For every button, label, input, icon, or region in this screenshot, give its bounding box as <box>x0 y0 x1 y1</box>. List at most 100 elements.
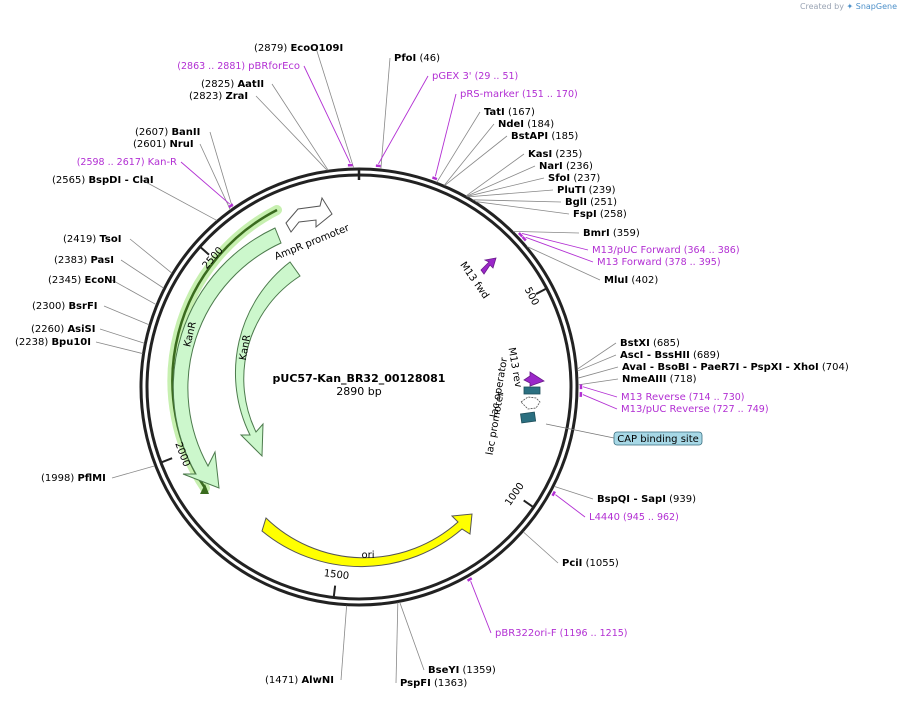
restriction-site-ecoo109i[interactable]: (2879) EcoO109I <box>254 43 343 54</box>
primer-leader-line <box>434 93 457 177</box>
restriction-site-bmri[interactable]: BmrI (359) <box>583 228 640 239</box>
primer-pbr322ori-f[interactable]: pBR322ori-F (1196 .. 1215) <box>495 628 628 639</box>
primer-bind-mark <box>551 490 556 497</box>
tick-mark <box>160 457 173 464</box>
tick-mark <box>199 246 210 256</box>
tick-label: 1500 <box>323 568 350 582</box>
kanr-middle-arrow[interactable]: KanR <box>172 227 282 489</box>
restriction-site-tsoi[interactable]: (2419) TsoI <box>63 234 121 245</box>
restriction-site-bsrfi[interactable]: (2300) BsrFI <box>32 301 98 312</box>
restriction-site-pfoi[interactable]: PfoI (46) <box>394 53 440 64</box>
site-leader-line <box>526 246 601 281</box>
restriction-site-pcii[interactable]: PciI (1055) <box>562 558 619 569</box>
tick-label: 1000 <box>503 481 526 508</box>
ampr-promoter[interactable]: AmpR promoter <box>273 196 352 263</box>
primer-bind-mark <box>521 236 527 242</box>
primer-leader-line <box>180 161 231 205</box>
ori-feature[interactable]: ori <box>261 513 473 568</box>
restriction-site-bgli[interactable]: BglI (251) <box>565 197 617 208</box>
restriction-site-bspqi[interactable]: BspQI - SapI (939) <box>597 494 696 505</box>
restriction-site-bspdi[interactable]: (2565) BspDI - ClaI <box>52 175 154 186</box>
site-leader-line <box>141 179 218 221</box>
restriction-site-pasi[interactable]: (2383) PasI <box>54 255 114 266</box>
map-title-group: pUC57-Kan_BR32_00128081 2890 bp <box>273 372 446 398</box>
primer-leader-line <box>470 581 492 634</box>
restriction-site-aatii[interactable]: (2825) AatII <box>201 79 264 90</box>
primer-bind-mark <box>518 232 524 238</box>
primer-labels: (2863 .. 2881) pBRforEco pGEX 3' (29 .. 5… <box>77 61 769 639</box>
site-leader-line <box>475 201 570 215</box>
site-leader-line <box>465 153 525 197</box>
ampr-promoter-label: AmpR promoter <box>273 222 352 262</box>
site-leader-line <box>513 230 580 234</box>
site-leader-line <box>577 366 619 379</box>
kanr-inner-arrow[interactable]: KanR <box>234 261 301 458</box>
restriction-site-nari[interactable]: NarI (236) <box>539 161 593 172</box>
m13-fwd-feature[interactable]: M13 fwd <box>457 257 497 301</box>
site-leader-line <box>120 259 164 289</box>
site-leader-line <box>436 111 481 183</box>
ori-label: ori <box>361 550 374 561</box>
restriction-site-econi[interactable]: (2345) EcoNI <box>48 275 116 286</box>
primer-leader-line <box>582 394 618 410</box>
restriction-site-fspi[interactable]: FspI (258) <box>573 209 627 220</box>
restriction-site-mlui[interactable]: MluI (402) <box>604 275 658 286</box>
restriction-site-avai[interactable]: AvaI - BsoBI - PaeR7I - PspXI - XhoI (70… <box>622 362 849 373</box>
restriction-site-pspfi[interactable]: PspFI (1363) <box>400 678 467 689</box>
restriction-site-banii[interactable]: (2607) BanII <box>135 127 200 138</box>
site-leader-line <box>271 83 329 171</box>
cap-binding-site-label: CAP binding site <box>617 434 699 445</box>
restriction-site-nmeaiii[interactable]: NmeAIII (718) <box>622 374 697 385</box>
primer-m13-forward[interactable]: M13 Forward (378 .. 395) <box>597 257 721 268</box>
primer-leader-line <box>378 75 429 165</box>
restriction-site-bstxi[interactable]: BstXI (685) <box>620 338 680 349</box>
restriction-site-bstapi[interactable]: BstAPI (185) <box>511 131 578 142</box>
restriction-site-alwni[interactable]: (1471) AlwNI <box>265 675 334 686</box>
plasmid-size: 2890 bp <box>336 385 381 398</box>
restriction-site-pluti[interactable]: PluTI (239) <box>557 185 616 196</box>
site-leader-line <box>577 342 617 370</box>
created-by-credit: Created by ✦ SnapGene <box>800 2 897 11</box>
restriction-sites-left: (2879) EcoO109I (2825) AatII(2823) ZraI (2… <box>15 43 355 686</box>
primer-m13-puc-reverse[interactable]: M13/pUC Reverse (727 .. 749) <box>621 404 769 415</box>
tick-label: 500 <box>522 286 541 308</box>
restriction-site-kasi[interactable]: KasI (235) <box>528 149 582 160</box>
restriction-site-asisi[interactable]: (2260) AsiSI <box>31 324 95 335</box>
site-leader-line <box>522 531 559 564</box>
primer-prs-marker[interactable]: pRS-marker (151 .. 170) <box>460 89 578 100</box>
restriction-site-bpu10i[interactable]: (2238) Bpu10I <box>15 337 91 348</box>
site-leader-line <box>111 279 157 305</box>
restriction-site-asci[interactable]: AscI - BssHII (689) <box>620 350 720 361</box>
restriction-site-tati[interactable]: TatI (167) <box>484 107 535 118</box>
site-leader-line <box>399 602 425 671</box>
restriction-sites-right: PfoI (46) TatI (167)NdeI (184)BstAPI (185… <box>380 53 849 689</box>
primer-bind-mark <box>466 577 473 582</box>
cap-binding-site[interactable]: CAP binding site <box>545 423 703 446</box>
restriction-site-zrai[interactable]: (2823) ZraI <box>189 91 248 102</box>
primer-pgex-3-[interactable]: pGEX 3' (29 .. 51) <box>432 71 518 82</box>
site-leader-line <box>466 177 545 197</box>
site-leader-line <box>380 57 391 170</box>
site-leader-line <box>255 95 328 171</box>
site-leader-line <box>472 199 562 203</box>
primer-pbrforeco[interactable]: (2863 .. 2881) pBRforEco <box>177 61 300 72</box>
restriction-site-sfoi[interactable]: SfoI (237) <box>548 173 600 184</box>
primer-m13-puc-forward[interactable]: M13/pUC Forward (364 .. 386) <box>592 245 740 256</box>
site-leader-line <box>95 341 143 354</box>
restriction-site-ndei[interactable]: NdeI (184) <box>498 119 554 130</box>
restriction-site-pflmi[interactable]: (1998) PflMI <box>41 473 106 484</box>
restriction-site-bseyi[interactable]: BseYI (1359) <box>428 665 496 676</box>
primer-kan-r[interactable]: (2598 .. 2617) Kan-R <box>77 157 177 168</box>
site-leader-line <box>577 354 617 372</box>
site-leader-line <box>129 238 173 274</box>
site-leader-line <box>554 485 594 500</box>
primer-m13-reverse[interactable]: M13 Reverse (714 .. 730) <box>621 392 745 403</box>
restriction-site-nrui[interactable]: (2601) NruI <box>133 139 194 150</box>
primer-bind-mark <box>431 176 438 181</box>
site-leader-line <box>577 378 619 386</box>
primer-l4440[interactable]: L4440 (945 .. 962) <box>589 512 679 523</box>
lac-cluster[interactable]: M13 rev lac operator lac promoter <box>485 347 545 456</box>
site-leader-line <box>199 143 231 210</box>
lac-promoter-label: lac promoter <box>485 390 507 456</box>
